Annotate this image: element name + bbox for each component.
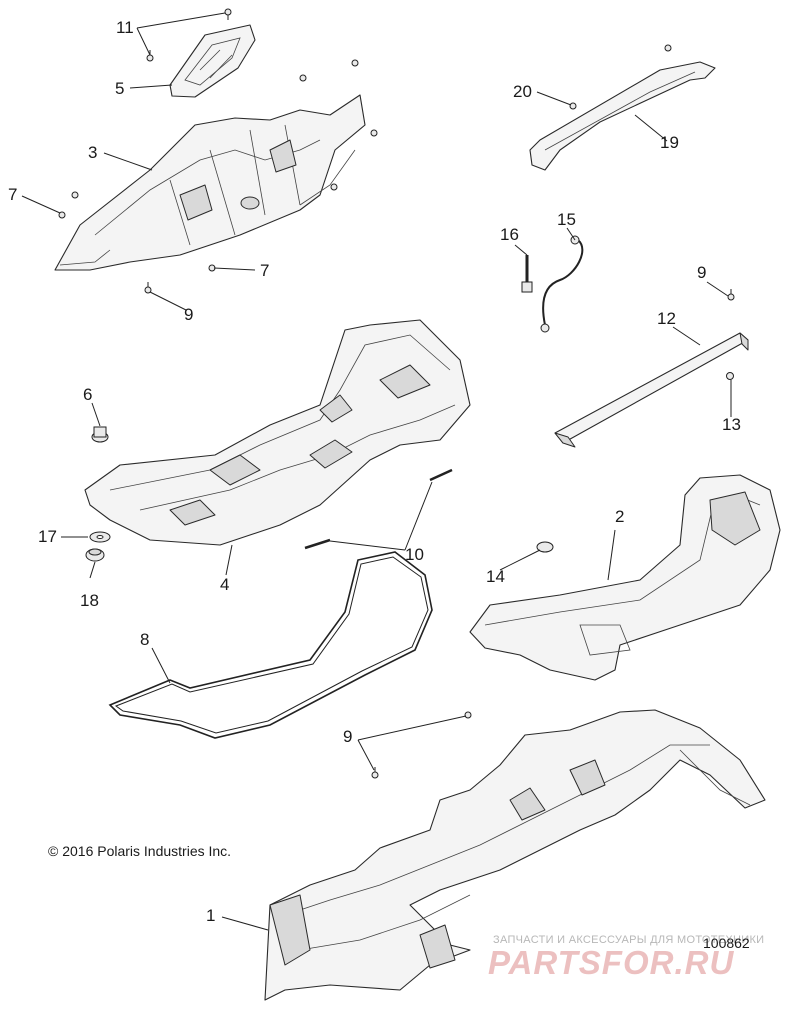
copyright-notice: © 2016 Polaris Industries Inc.: [48, 843, 232, 859]
callout-7-left: 7: [8, 185, 17, 204]
callout-10: 10: [405, 545, 424, 564]
nut-icon: [726, 372, 734, 380]
part-12-strap: [554, 332, 749, 448]
screw-icon: [58, 211, 66, 219]
screw-icon: [664, 44, 672, 52]
callout-9-top: 9: [184, 305, 193, 324]
callout-3: 3: [88, 143, 97, 162]
hardware-fasteners: [58, 8, 735, 779]
screw-icon: [371, 767, 379, 779]
screw-icon: [71, 191, 79, 199]
screw-icon: [330, 183, 338, 191]
push-rivet-icon: [91, 426, 109, 443]
callout-numbers: 11 5 3 7 7 9 20 19 15 16 9 12 13 6 17 18…: [8, 18, 741, 925]
screw-icon: [727, 289, 735, 301]
callout-16: 16: [500, 225, 519, 244]
part-4-floor-panel: [84, 319, 471, 546]
callout-4: 4: [220, 575, 229, 594]
screw-icon: [351, 59, 359, 67]
callout-5: 5: [115, 79, 124, 98]
washer-icon: [89, 531, 111, 543]
screw-icon: [464, 711, 472, 719]
callout-15: 15: [557, 210, 576, 229]
callout-8: 8: [140, 630, 149, 649]
part-19-bracket: [529, 61, 716, 171]
part-5-bracket: [169, 24, 256, 98]
screw-icon: [370, 129, 378, 137]
part-15-ground-wire: [540, 235, 584, 333]
rivet-icon: [536, 541, 554, 553]
part-2-storage-tub: [469, 474, 781, 681]
screw-icon: [144, 282, 152, 294]
callout-7-right: 7: [260, 261, 269, 280]
part-1-body-panel: [264, 709, 766, 1001]
callout-6: 6: [83, 385, 92, 404]
callout-11: 11: [116, 18, 134, 37]
leader-lines: [21, 12, 732, 931]
drawing-number: 100862: [703, 935, 750, 951]
callout-17: 17: [38, 527, 57, 546]
callout-12: 12: [657, 309, 676, 328]
screw-icon: [299, 74, 307, 82]
part-10-pins: [304, 468, 453, 550]
callout-2: 2: [615, 507, 624, 526]
callout-19: 19: [660, 133, 679, 152]
callout-9-right: 9: [697, 263, 706, 282]
part-3-front-cover: [54, 94, 366, 271]
callout-9-bottom: 9: [343, 727, 352, 746]
grommet-icon: [85, 548, 105, 562]
part-8-seal: [108, 551, 433, 739]
screw-icon: [569, 102, 577, 110]
callout-20: 20: [513, 82, 532, 101]
watermark-brand: PARTSFOR.RU: [488, 944, 735, 981]
callout-14: 14: [486, 567, 505, 586]
callout-1: 1: [206, 906, 215, 925]
watermark-tagline: ЗАПЧАСТИ И АКСЕССУАРЫ ДЛЯ МОТОТЕХНИКИ: [493, 934, 765, 946]
part-16-stud: [521, 255, 533, 293]
callout-18: 18: [80, 591, 99, 610]
callout-13: 13: [722, 415, 741, 434]
screw-icon: [224, 8, 232, 20]
